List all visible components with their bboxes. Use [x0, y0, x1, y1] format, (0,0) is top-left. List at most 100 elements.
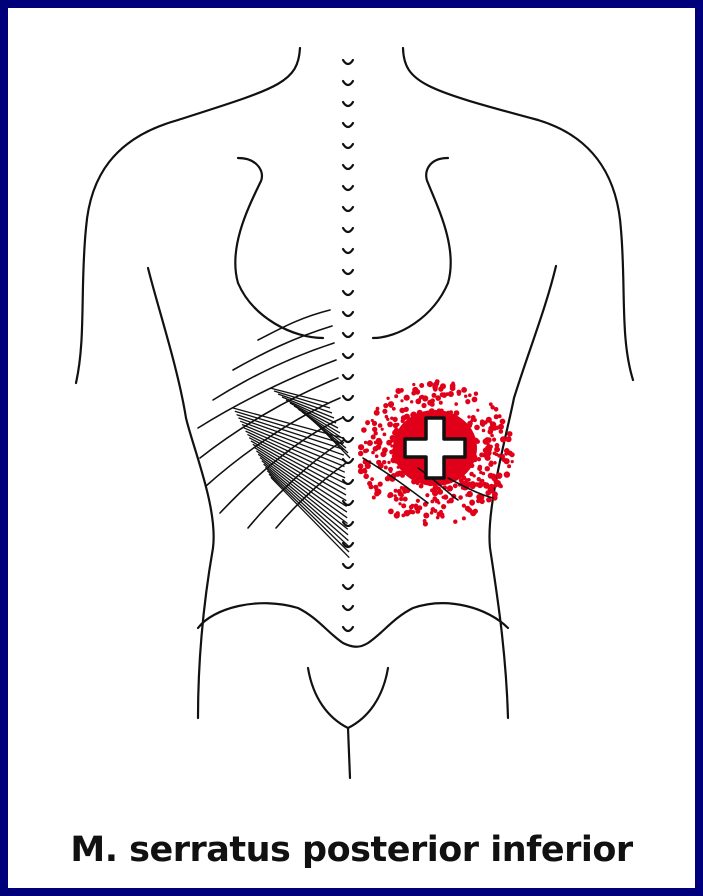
pain-dot	[447, 485, 453, 491]
gluteal-cleft	[348, 728, 350, 778]
vertebra	[343, 606, 353, 610]
pain-dot	[496, 480, 501, 485]
pain-dot	[390, 435, 396, 441]
vertebra	[343, 186, 353, 190]
pain-dot	[507, 464, 511, 468]
pain-dot	[383, 403, 388, 408]
pain-dot	[392, 417, 397, 422]
pain-dot	[482, 472, 486, 476]
pain-dot	[382, 409, 387, 414]
pain-dot	[382, 460, 386, 464]
pain-dot	[467, 421, 473, 427]
pain-dot	[419, 484, 424, 489]
pain-dot	[404, 395, 410, 401]
pain-dot	[448, 391, 454, 397]
vertebra	[343, 144, 353, 148]
pain-dot	[482, 429, 486, 433]
pain-dot	[386, 397, 389, 400]
pain-dot	[496, 473, 502, 479]
pain-dot	[458, 495, 463, 500]
pain-dot	[399, 497, 403, 501]
pain-dot	[471, 415, 476, 420]
pain-dot	[459, 421, 463, 425]
pain-dot	[389, 404, 393, 408]
pain-dot	[430, 488, 434, 492]
pain-dot	[486, 437, 492, 443]
pain-dot	[468, 393, 472, 397]
vertebra	[343, 270, 353, 274]
pain-dot	[401, 514, 405, 518]
pain-dot	[389, 450, 394, 455]
figure-frame: M. serratus posterior inferior	[8, 8, 695, 888]
pain-dot	[507, 451, 512, 456]
pain-dot	[435, 379, 440, 384]
pain-dot	[440, 514, 444, 518]
pain-dot	[422, 395, 428, 401]
pain-dot	[418, 398, 421, 401]
pain-dot	[402, 469, 406, 473]
pain-dot	[400, 388, 404, 392]
pain-dot	[480, 419, 485, 424]
pain-dot	[469, 500, 475, 506]
pain-dot	[358, 463, 364, 469]
pain-dot	[470, 463, 475, 468]
vertebra	[343, 459, 353, 463]
vertebra	[343, 417, 353, 421]
pain-dot	[472, 397, 478, 403]
pain-dot	[489, 402, 493, 406]
pain-dot	[511, 460, 514, 463]
pain-dot	[391, 457, 397, 463]
pain-dot	[474, 425, 480, 431]
pain-dot	[385, 415, 389, 419]
pain-dot	[476, 494, 482, 500]
pain-dot	[449, 410, 453, 414]
vertebra	[343, 228, 353, 232]
pain-dot	[394, 494, 397, 497]
pain-dot	[462, 427, 467, 432]
pain-dot	[384, 466, 388, 470]
pain-dot	[456, 390, 461, 395]
vertebra	[343, 207, 353, 211]
pain-dot	[403, 497, 408, 502]
vertebra	[343, 102, 353, 106]
pain-dot	[500, 436, 506, 442]
pain-dot	[412, 383, 415, 386]
pain-dot	[409, 505, 414, 510]
pain-dot	[400, 486, 404, 490]
pain-dot	[411, 510, 415, 514]
pain-dot	[437, 486, 441, 490]
pain-dot	[493, 461, 497, 465]
pain-dot	[487, 443, 490, 446]
pain-dot	[488, 462, 493, 467]
pain-dot	[394, 394, 398, 398]
pain-dot	[400, 399, 403, 402]
torso-right-outline	[489, 120, 633, 718]
pain-dot	[467, 491, 473, 497]
pain-dot	[396, 423, 399, 426]
pain-dot	[454, 410, 460, 416]
pain-dot	[453, 483, 458, 488]
pain-dot	[395, 435, 399, 439]
vertebra	[343, 312, 353, 316]
pain-dot	[392, 407, 396, 411]
pain-dot	[499, 429, 504, 434]
pain-dot	[372, 427, 377, 432]
pain-dot	[383, 433, 387, 437]
pain-dot	[376, 444, 382, 450]
pain-dot	[498, 414, 502, 418]
pain-dot	[378, 423, 383, 428]
pain-dot	[459, 478, 464, 483]
pain-dot	[461, 387, 467, 393]
pain-dot	[387, 461, 390, 464]
pain-dot	[464, 468, 468, 472]
pain-dot	[430, 511, 434, 515]
pain-dot	[451, 468, 455, 472]
pain-dot	[427, 381, 433, 387]
vertebra	[343, 522, 353, 526]
neck-right-outline	[403, 48, 538, 120]
pain-dot	[488, 429, 494, 435]
gluteal-line	[308, 668, 388, 728]
pain-dot	[492, 476, 497, 481]
pain-dot	[397, 460, 401, 464]
pain-dot	[398, 502, 401, 505]
